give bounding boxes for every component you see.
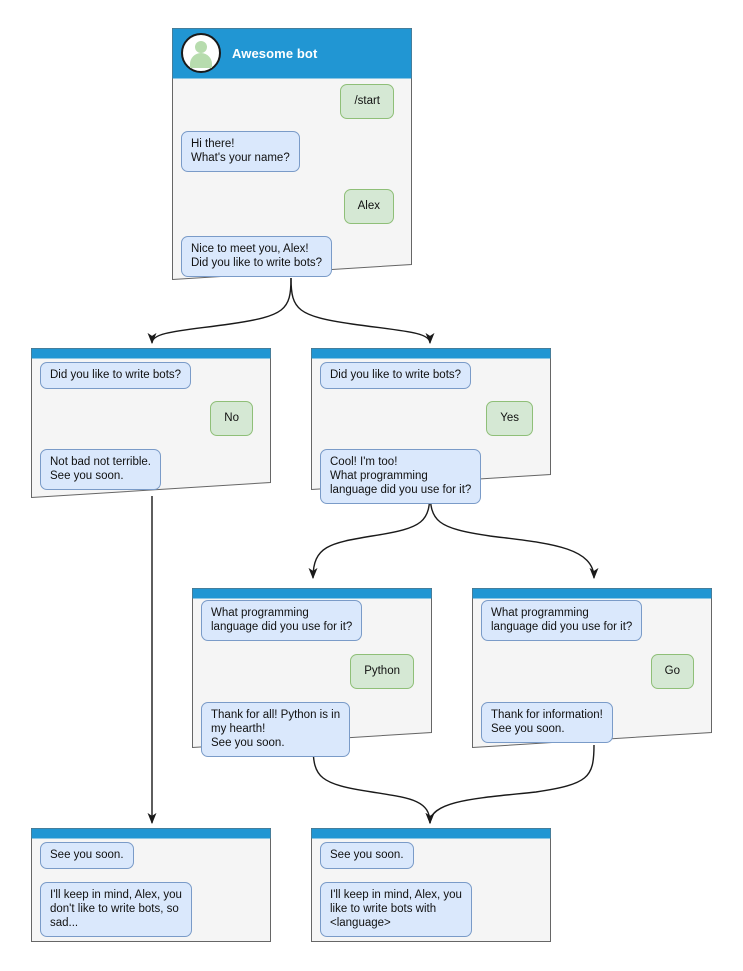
edge-start-to-yes — [290, 277, 435, 345]
user-message-bubble[interactable]: Go — [650, 654, 694, 689]
message-row: Python — [192, 654, 432, 689]
message-list: Did you like to write bots? No Not bad n… — [31, 362, 271, 490]
card-titlebar — [311, 348, 551, 358]
message-list: Did you like to write bots? Yes Cool! I'… — [311, 362, 551, 504]
card-titlebar: Awesome bot — [172, 28, 412, 78]
flow-node-start[interactable]: Awesome bot /start Hi there! What's your… — [172, 28, 412, 280]
bot-message-bubble[interactable]: See you soon. — [40, 842, 134, 869]
message-row: Thank for information! See you soon. — [472, 702, 712, 743]
flow-node-answer-no[interactable]: Did you like to write bots? No Not bad n… — [31, 348, 271, 498]
card-content: See you soon. I'll keep in mind, Alex, y… — [31, 828, 271, 942]
card-content: Did you like to write bots? No Not bad n… — [31, 348, 271, 498]
card-content: See you soon. I'll keep in mind, Alex, y… — [311, 828, 551, 942]
user-message-bubble[interactable]: No — [210, 401, 253, 436]
message-list: See you soon. I'll keep in mind, Alex, y… — [31, 842, 271, 937]
message-list: What programming language did you use fo… — [192, 600, 432, 757]
user-message-bubble[interactable]: Yes — [486, 401, 533, 436]
user-message-bubble[interactable]: Alex — [343, 189, 394, 224]
message-row: See you soon. — [311, 842, 551, 869]
card-titlebar — [311, 828, 551, 838]
message-list: See you soon. I'll keep in mind, Alex, y… — [311, 842, 551, 937]
message-row: See you soon. — [31, 842, 271, 869]
bot-message-bubble[interactable]: Thank for information! See you soon. — [481, 702, 613, 743]
message-list: /start Hi there! What's your name? Alex … — [172, 84, 412, 277]
edge-go-to-end-happy — [425, 744, 595, 825]
card-titlebar — [31, 828, 271, 838]
card-content: What programming language did you use fo… — [472, 588, 712, 748]
card-titlebar — [31, 348, 271, 358]
flow-node-lang-go[interactable]: What programming language did you use fo… — [472, 588, 712, 748]
message-row: I'll keep in mind, Alex, you don't like … — [31, 882, 271, 937]
flow-node-lang-python[interactable]: What programming language did you use fo… — [192, 588, 432, 757]
bot-message-bubble[interactable]: What programming language did you use fo… — [481, 600, 643, 641]
message-row: /start — [172, 84, 412, 119]
user-message-bubble[interactable]: Python — [350, 654, 414, 689]
card-titlebar — [472, 588, 712, 598]
message-row: Alex — [172, 189, 412, 224]
card-content: Awesome bot /start Hi there! What's your… — [172, 28, 412, 280]
message-row: Go — [472, 654, 712, 689]
message-row: Hi there! What's your name? — [172, 131, 412, 172]
flow-node-end-sad[interactable]: See you soon. I'll keep in mind, Alex, y… — [31, 828, 271, 942]
bot-message-bubble[interactable]: I'll keep in mind, Alex, you don't like … — [40, 882, 192, 937]
bot-message-bubble[interactable]: See you soon. — [320, 842, 414, 869]
message-row: Not bad not terrible. See you soon. — [31, 449, 271, 490]
message-list: What programming language did you use fo… — [472, 600, 712, 743]
flow-node-end-happy[interactable]: See you soon. I'll keep in mind, Alex, y… — [311, 828, 551, 942]
card-titlebar — [192, 588, 432, 598]
bot-message-bubble[interactable]: Did you like to write bots? — [320, 362, 472, 389]
bot-message-bubble[interactable]: Thank for all! Python is in my hearth! S… — [201, 702, 351, 757]
bot-message-bubble[interactable]: Hi there! What's your name? — [181, 131, 300, 172]
message-row: Yes — [311, 401, 551, 436]
bot-message-bubble[interactable]: Not bad not terrible. See you soon. — [40, 449, 162, 490]
card-content: What programming language did you use fo… — [192, 588, 432, 757]
message-row: What programming language did you use fo… — [472, 600, 712, 641]
flow-node-answer-yes[interactable]: Did you like to write bots? Yes Cool! I'… — [311, 348, 551, 504]
bot-message-bubble[interactable]: Did you like to write bots? — [40, 362, 192, 389]
bot-message-bubble[interactable]: What programming language did you use fo… — [201, 600, 363, 641]
bot-message-bubble[interactable]: I'll keep in mind, Alex, you like to wri… — [320, 882, 472, 937]
edge-start-to-no — [147, 277, 292, 345]
message-row: Did you like to write bots? — [311, 362, 551, 389]
message-row: Nice to meet you, Alex! Did you like to … — [172, 236, 412, 277]
message-row: Did you like to write bots? — [31, 362, 271, 389]
message-row: I'll keep in mind, Alex, you like to wri… — [311, 882, 551, 937]
message-row: Cool! I'm too! What programming language… — [311, 449, 551, 504]
card-title: Awesome bot — [232, 45, 318, 61]
bot-message-bubble[interactable]: Cool! I'm too! What programming language… — [320, 449, 482, 504]
user-message-bubble[interactable]: /start — [340, 84, 394, 119]
bot-message-bubble[interactable]: Nice to meet you, Alex! Did you like to … — [181, 236, 333, 277]
user-avatar-icon — [181, 33, 221, 73]
message-row: No — [31, 401, 271, 436]
card-content: Did you like to write bots? Yes Cool! I'… — [311, 348, 551, 504]
message-row: Thank for all! Python is in my hearth! S… — [192, 702, 432, 757]
message-row: What programming language did you use fo… — [192, 600, 432, 641]
